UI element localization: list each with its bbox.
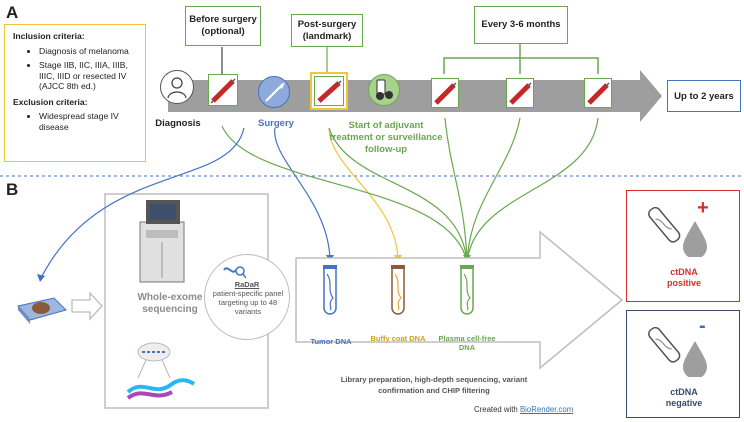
- every-3-6-months-box: Every 3-6 months: [474, 6, 568, 44]
- exclusion-list: Widespread stage IV disease: [13, 111, 139, 132]
- tissue-slide-icon: [14, 288, 68, 326]
- scalpel-icon: [258, 76, 290, 108]
- criteria-box: Inclusion criteria: Diagnosis of melanom…: [4, 24, 146, 162]
- tp2-to-plasma-line: [466, 117, 521, 263]
- inclusion-item: Diagnosis of melanoma: [39, 46, 139, 57]
- radar-brand: RaDaR: [234, 280, 260, 289]
- positive-sign: +: [697, 197, 709, 219]
- pipeline-label: Library preparation, high-depth sequenci…: [340, 375, 528, 395]
- dna-search-icon: [222, 262, 247, 280]
- patient-icon: [160, 70, 194, 104]
- inclusion-list: Diagnosis of melanoma Stage IIB, IIC, II…: [13, 46, 139, 92]
- timeline-arrow: [168, 70, 662, 122]
- syringe-icon: [584, 78, 612, 108]
- tube-tumor-icon: [322, 264, 338, 316]
- surgery-to-tumor-line: [274, 127, 331, 263]
- tumor-dna-label: Tumor DNA: [310, 337, 352, 346]
- ctdna-negative-box: - ctDNA negative: [626, 310, 740, 418]
- post-to-buffy-line: [328, 127, 399, 263]
- biorender-link[interactable]: BioRender.com: [519, 405, 574, 414]
- tube-plasma-icon: [459, 264, 475, 316]
- plasma-cfdna-label: Plasma cell-free DNA: [438, 334, 496, 352]
- inclusion-title: Inclusion criteria:: [13, 31, 85, 41]
- radar-description: patient-specific panel targeting up to 4…: [212, 289, 284, 316]
- diagnosis-label: Diagnosis: [155, 118, 201, 129]
- arrowhead: [37, 274, 45, 282]
- credit-prefix: Created with: [474, 405, 518, 414]
- positive-tube-drop-icon: [647, 201, 717, 259]
- duration-box: Up to 2 years: [667, 80, 741, 112]
- ctdna-positive-label: ctDNA positive: [666, 267, 701, 288]
- ctdna-negative-label: ctDNA negative: [665, 387, 703, 408]
- tube-buffy-icon: [390, 264, 406, 316]
- post-to-plasma-line: [328, 127, 468, 263]
- tp1-to-plasma-line: [444, 117, 468, 263]
- sequencer-icon: [136, 198, 188, 284]
- negative-sign: -: [699, 315, 706, 337]
- medication-icon: [368, 74, 400, 106]
- adjuvant-label: Start of adjuvant treatment or surveilla…: [329, 120, 443, 155]
- syringe-icon: [208, 74, 238, 106]
- pipeline-arrow: [295, 230, 624, 370]
- exclusion-title: Exclusion criteria:: [13, 96, 88, 107]
- syringe-icon: [431, 78, 459, 108]
- panel-letter-b: B: [6, 180, 19, 199]
- buffy-coat-label: Buffy coat DNA: [370, 334, 426, 343]
- syringe-icon: [506, 78, 534, 108]
- tp3-to-plasma-line: [466, 117, 599, 263]
- inclusion-item: Stage IIB, IIC, IIIA, IIIB, IIIC, IIID o…: [39, 60, 139, 92]
- post-surgery-box: Post-surgery (landmark): [291, 14, 363, 47]
- every-bracket: [443, 44, 599, 74]
- surgery-label: Surgery: [258, 118, 294, 129]
- before-surgery-box: Before surgery (optional): [185, 6, 261, 46]
- syringe-icon: [314, 76, 344, 106]
- ctdna-positive-box: + ctDNA positive: [626, 190, 740, 302]
- surgery-to-slide-line: [39, 127, 245, 281]
- panel-letter-a: A: [6, 3, 19, 22]
- negative-tube-drop-icon: [647, 321, 717, 379]
- slide-arrow: [71, 291, 103, 321]
- credit: Created with BioRender.com: [474, 405, 634, 414]
- radar-panel-circle: [204, 254, 290, 340]
- wes-label: Whole-exome sequencing: [137, 292, 203, 315]
- exclusion-item: Widespread stage IV disease: [39, 111, 139, 132]
- before-to-plasma-line: [221, 125, 468, 263]
- dna-zoom-icon: [124, 334, 196, 402]
